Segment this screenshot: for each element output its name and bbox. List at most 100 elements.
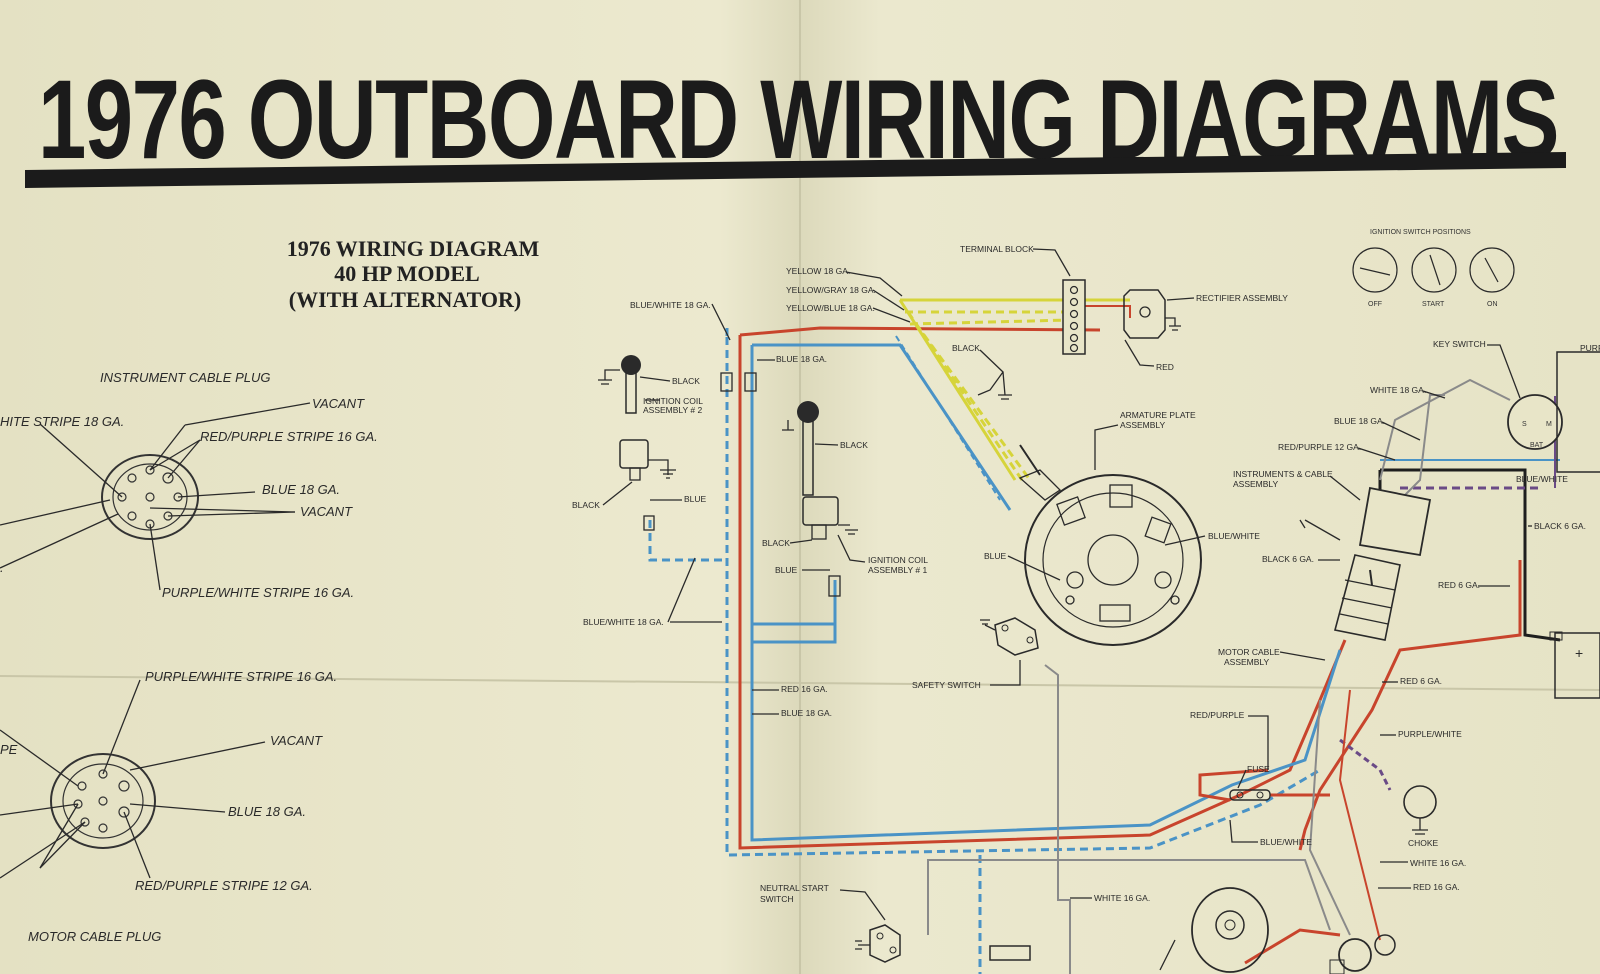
motor-label-2: PE: [0, 742, 18, 757]
label-yellow18: YELLOW 18 GA.: [786, 266, 850, 276]
switch-position-start: START: [1422, 301, 1445, 308]
label-purple-edge: PURP: [1580, 343, 1600, 353]
switch-position-off: OFF: [1368, 301, 1382, 308]
label-instruments: INSTRUMENTS & CABLE: [1233, 469, 1333, 479]
instrument-label-4: VACANT: [300, 504, 353, 519]
label-red16: RED 16 GA.: [781, 684, 828, 694]
armature-plate: [1018, 444, 1202, 646]
safety-switch: [980, 617, 1039, 656]
ignition-coil-1: [782, 401, 858, 597]
instrument-plug-heading: INSTRUMENT CABLE PLUG: [100, 370, 270, 385]
label-red16-r: RED 16 GA.: [1413, 882, 1460, 892]
label-white16: WHITE 16 GA.: [1094, 893, 1150, 903]
label-black-b: BLACK: [572, 500, 600, 510]
label-blue-b: BLUE: [775, 565, 798, 575]
label-black-e: BLACK: [952, 343, 980, 353]
label-redpurple: RED/PURPLE: [1190, 710, 1245, 720]
wire-harness: [648, 298, 1561, 974]
label-bluewhite-right: BLUE/WHITE: [1516, 474, 1568, 484]
fuse: [1229, 789, 1271, 801]
instrument-plug-body: [101, 454, 199, 540]
label-blue-arm: BLUE: [984, 551, 1007, 561]
label-blue-a: BLUE: [684, 494, 707, 504]
terminal-block: [1062, 279, 1086, 355]
white-16ga-wire: [1044, 664, 1071, 974]
ignition-switch-diagrams: [1352, 247, 1515, 293]
label-black-c: BLACK: [840, 440, 868, 450]
spark-plug-cap-2: [621, 355, 641, 375]
key-switch-bat-terminal: BAT: [1530, 442, 1544, 449]
label-ign1b: ASSEMBLY # 1: [868, 565, 927, 575]
title-underline: [25, 152, 1566, 188]
neutral-start-switch: [855, 924, 901, 963]
label-purplewhite: PURPLE/WHITE: [1398, 729, 1462, 739]
motor-plug-heading: MOTOR CABLE PLUG: [28, 929, 161, 944]
motor-label-3: BLUE 18 GA.: [228, 804, 306, 819]
label-rectifier: RECTIFIER ASSEMBLY: [1196, 293, 1288, 303]
label-red6-b: RED 6 GA.: [1400, 676, 1442, 686]
label-armatureb: ASSEMBLY: [1120, 420, 1166, 430]
choke: [1403, 785, 1437, 835]
key-switch-s-terminal: S: [1522, 421, 1527, 428]
label-motor-cableb: ASSEMBLY: [1224, 657, 1270, 667]
label-redpurple12: RED/PURPLE 12 GA.: [1278, 442, 1361, 452]
motor-plug-body: [50, 753, 156, 849]
label-bluewhite18-mid: BLUE/WHITE 18 GA.: [583, 617, 664, 627]
cable-assembly: [1299, 486, 1432, 641]
label-ign2b: ASSEMBLY # 2: [643, 405, 702, 415]
label-red6-a: RED 6 GA.: [1438, 580, 1480, 590]
label-armature: ARMATURE PLATE: [1120, 410, 1196, 420]
instrument-label-6: .: [0, 560, 4, 575]
battery-terminal: +: [1549, 631, 1600, 699]
spark-plug-cap-1: [797, 401, 819, 423]
label-safety: SAFETY SWITCH: [912, 680, 981, 690]
label-choke: CHOKE: [1408, 838, 1439, 848]
label-yellowblue18: YELLOW/BLUE 18 GA.: [786, 303, 875, 313]
instrument-label-0: HITE STRIPE 18 GA.: [0, 414, 124, 429]
label-black6-right: BLACK 6 GA.: [1534, 521, 1586, 531]
label-white18: WHITE 18 GA.: [1370, 385, 1426, 395]
red-6ga-wire: [1298, 560, 1522, 851]
label-terminal-block: TERMINAL BLOCK: [960, 244, 1034, 254]
motor-label-0: PURPLE/WHITE STRIPE 16 GA.: [145, 669, 337, 684]
label-neutralb: SWITCH: [760, 894, 794, 904]
motor-label-4: RED/PURPLE STRIPE 12 GA.: [135, 878, 313, 893]
label-key-switch: KEY SWITCH: [1433, 339, 1486, 349]
label-ign2: IGNITION COIL: [643, 396, 703, 406]
label-fuse: FUSE: [1247, 764, 1270, 774]
subtitle-line3: (WITH ALTERNATOR): [289, 287, 521, 312]
instrument-label-3: BLUE 18 GA.: [262, 482, 340, 497]
black-6ga-wire: [1380, 468, 1561, 642]
label-blue18-top: BLUE 18 GA.: [776, 354, 827, 364]
starter-motor: [989, 887, 1269, 973]
label-instrumentsb: ASSEMBLY: [1233, 479, 1279, 489]
key-switch: [1507, 351, 1600, 473]
subtitle-line1: 1976 WIRING DIAGRAM: [287, 236, 540, 261]
label-neutral: NEUTRAL START: [760, 883, 829, 893]
label-bluewhite-low: BLUE/WHITE: [1260, 837, 1312, 847]
label-bluewhite-arm: BLUE/WHITE: [1208, 531, 1260, 541]
svg-text:+: +: [1575, 645, 1583, 661]
ignition-switch-heading: IGNITION SWITCH POSITIONS: [1370, 229, 1471, 236]
blue-18ga-wire: [750, 345, 1342, 842]
starter-solenoid: [1329, 934, 1396, 974]
subtitle-line2: 40 HP MODEL: [334, 261, 479, 286]
label-black-a: BLACK: [672, 376, 700, 386]
blue-white-wire: [725, 337, 1321, 857]
label-black6-left: BLACK 6 GA.: [1262, 554, 1314, 564]
label-motor-cable: MOTOR CABLE: [1218, 647, 1280, 657]
motor-label-1: VACANT: [270, 733, 323, 748]
label-ign1: IGNITION COIL: [868, 555, 928, 565]
key-switch-m-terminal: M: [1546, 421, 1552, 428]
label-blue18-right: BLUE 18 GA.: [1334, 416, 1385, 426]
instrument-label-2: RED/PURPLE STRIPE 16 GA.: [200, 429, 378, 444]
instrument-label-5: PURPLE/WHITE STRIPE 16 GA.: [162, 585, 354, 600]
ignition-coil-2: [598, 355, 757, 531]
instrument-label-1: VACANT: [312, 396, 365, 411]
label-black-d: BLACK: [762, 538, 790, 548]
label-bluewhite18-top: BLUE/WHITE 18 GA.: [630, 300, 711, 310]
horizontal-fold: [0, 675, 1600, 691]
label-blue18-mid: BLUE 18 GA.: [781, 708, 832, 718]
